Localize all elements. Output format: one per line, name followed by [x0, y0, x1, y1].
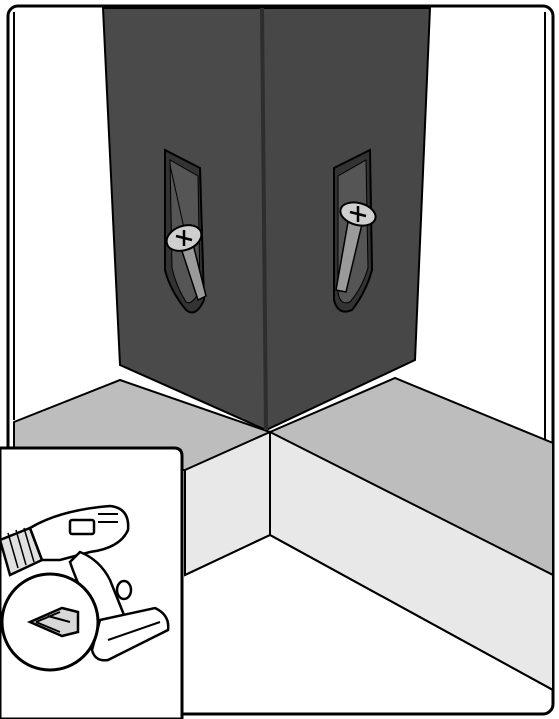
- left-panel: [103, 8, 266, 430]
- tool-inset: [0, 448, 182, 719]
- phillips-bit-icon: [2, 574, 98, 670]
